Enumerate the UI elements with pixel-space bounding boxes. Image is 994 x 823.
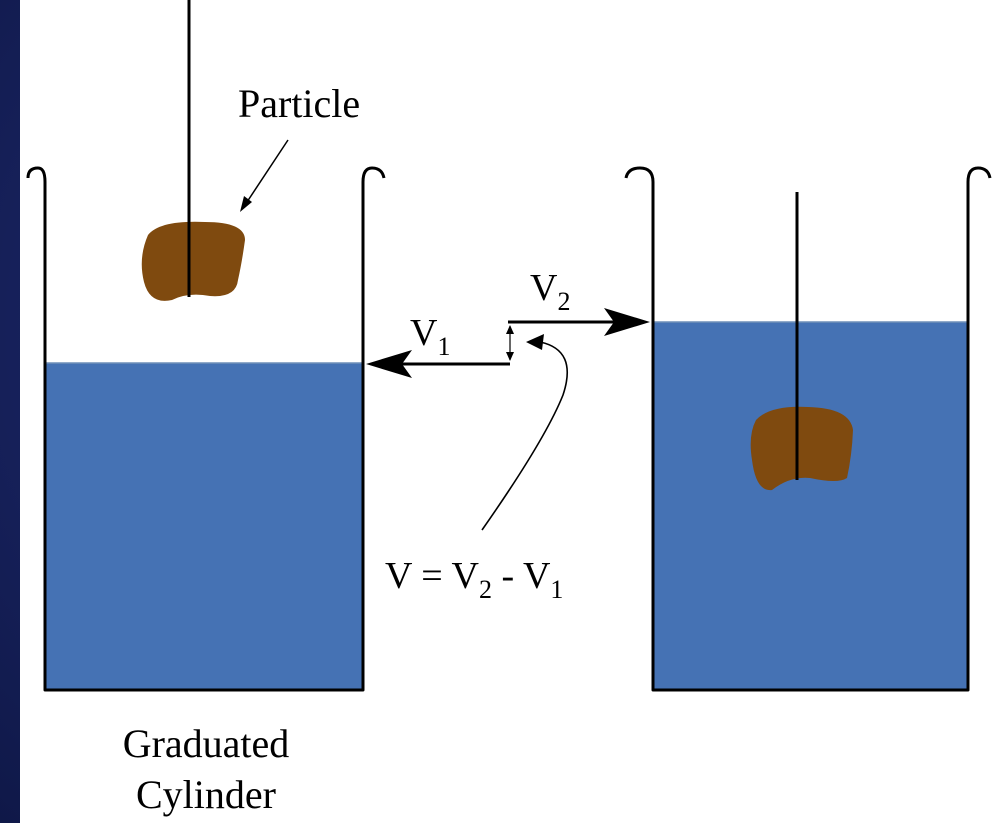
v1-arrowhead [366, 350, 412, 378]
particle-pointer-arrowhead [240, 196, 252, 212]
left-cylinder-water [45, 363, 363, 690]
v2-label: V2 [530, 267, 570, 316]
v2-arrowhead [604, 308, 650, 336]
particle-pointer-line [244, 139, 289, 206]
left-particle-blob [141, 221, 245, 301]
volume-formula: V = V2 - V1 [385, 555, 563, 604]
formula-pointer-arrowhead [526, 334, 544, 350]
left-cylinder-outline [26, 166, 386, 692]
v1-label: V1 [410, 312, 450, 361]
right-cylinder-outline [624, 166, 992, 692]
formula-pointer-curve [481, 341, 568, 531]
right-cylinder-water [653, 322, 968, 690]
particle-label: Particle [238, 81, 360, 126]
cylinder-label-line2: Cylinder [136, 772, 276, 817]
cylinder-label-line1: Graduated [123, 721, 290, 766]
difference-marker-top-head [506, 325, 514, 334]
difference-marker-bottom-head [506, 352, 514, 361]
right-particle-blob [750, 406, 853, 491]
